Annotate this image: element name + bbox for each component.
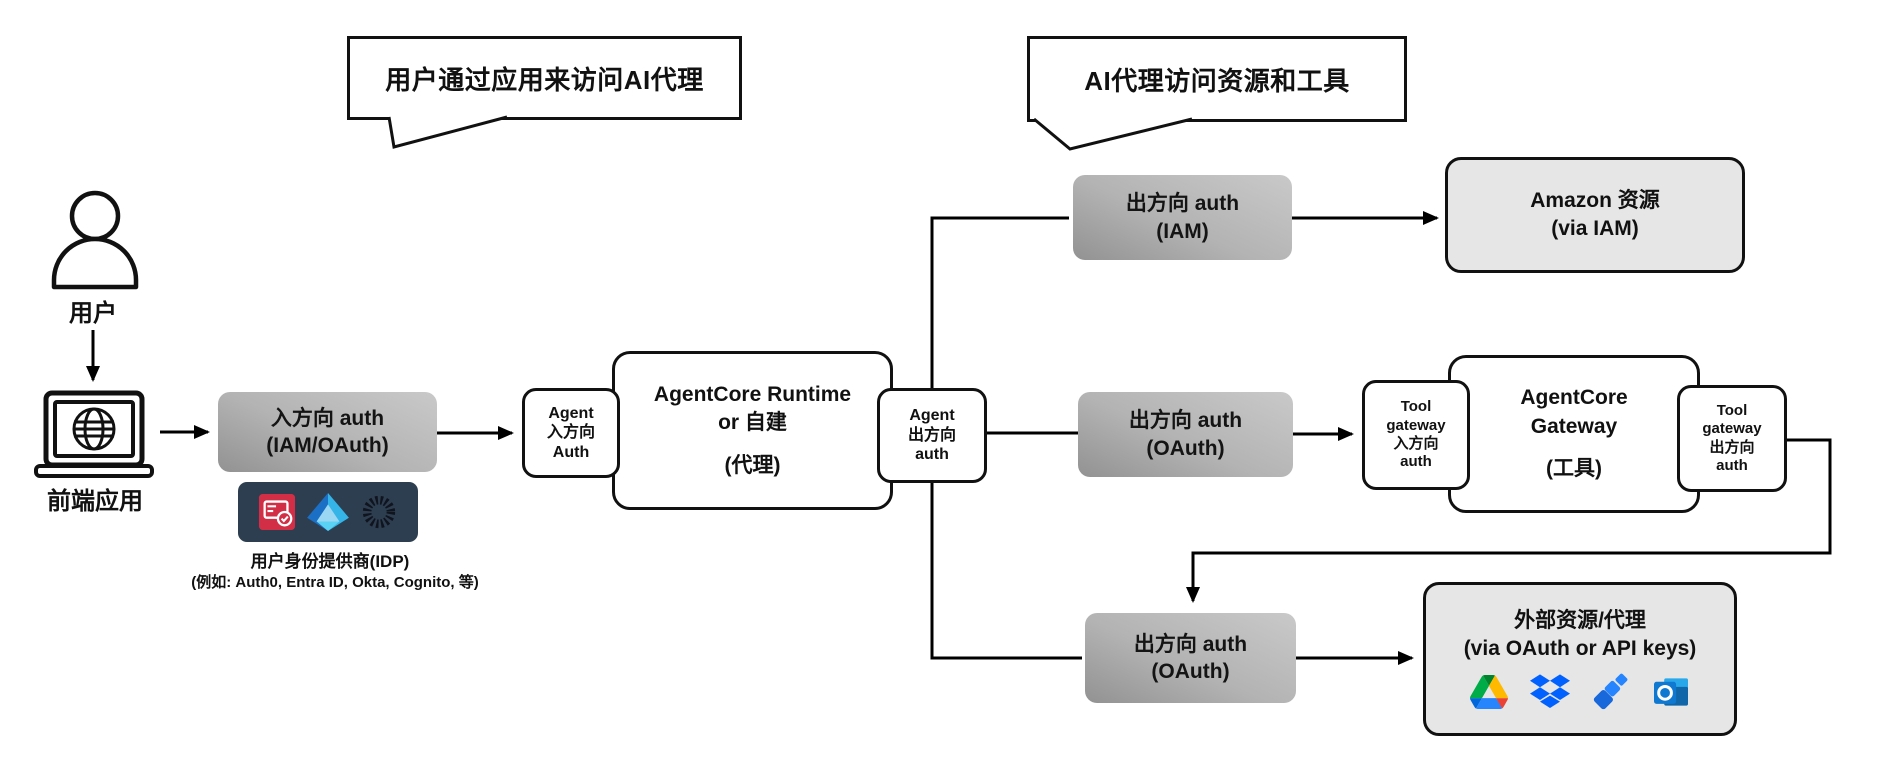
frontend-app-icon	[34, 390, 154, 478]
okta-icon	[362, 495, 396, 529]
tool-gw-out-line1: Tool	[1716, 401, 1748, 419]
gateway-line1: AgentCore	[1520, 386, 1628, 410]
callout-agent-access-tail	[1033, 117, 1193, 151]
agent-inbound-line2: 入方向	[546, 424, 595, 442]
agent-outbound-line2: 出方向	[907, 426, 956, 444]
amazon-resources-line1: Amazon 资源	[1530, 188, 1660, 212]
tool-gw-in-line4: auth	[1400, 453, 1432, 471]
tool-gw-out-line2: gateway	[1702, 420, 1762, 438]
agent-outbound-auth-box: Agent 出方向 auth	[877, 388, 987, 483]
globe-icon	[72, 407, 116, 451]
outbound-iam-line1: 出方向 auth	[1125, 192, 1240, 216]
inbound-auth-box: 入方向 auth (IAM/OAuth)	[218, 392, 437, 472]
cognito-idp-icon	[258, 493, 296, 531]
callout-agent-access: AI代理访问资源和工具	[1027, 36, 1407, 122]
agent-outbound-line1: Agent	[909, 407, 955, 425]
external-resources-box: 外部资源/代理 (via OAuth or API keys)	[1423, 582, 1737, 736]
runtime-line1: AgentCore Runtime	[653, 382, 852, 406]
tool-gw-out-line3: 出方向	[1709, 438, 1755, 456]
agent-outbound-line3: auth	[915, 446, 949, 464]
agentcore-gateway-box: AgentCore Gateway (工具)	[1448, 355, 1700, 513]
tool-gw-in-line3: 入方向	[1393, 435, 1439, 452]
amazon-resources-line2: (via IAM)	[1551, 217, 1639, 240]
outbound-oauth-bottom-line1: 出方向 auth	[1133, 632, 1248, 656]
line-agent-out-to-oauth-bottom-branch	[930, 483, 1082, 660]
outbound-auth-oauth-bottom-box: 出方向 auth (OAuth)	[1085, 613, 1296, 703]
callout-user-access-text: 用户通过应用来访问AI代理	[385, 64, 704, 95]
runtime-line3: (代理)	[724, 453, 781, 477]
tool-gw-in-line2: gateway	[1386, 416, 1446, 434]
tool-gw-in-line1: Tool	[1400, 398, 1432, 416]
user-label: 用户	[69, 300, 117, 327]
agent-inbound-auth-box: Agent 入方向 Auth	[522, 388, 620, 478]
callout-agent-access-text: AI代理访问资源和工具	[1084, 65, 1350, 96]
idp-examples: (例如: Auth0, Entra ID, Okta, Cognito, 等)	[191, 574, 479, 591]
idp-caption: 用户身份提供商(IDP)	[250, 552, 410, 571]
outbound-oauth-mid-line1: 出方向 auth	[1128, 409, 1243, 433]
tool-gw-out-line4: auth	[1716, 456, 1748, 474]
outbound-auth-oauth-mid-box: 出方向 auth (OAuth)	[1078, 392, 1293, 477]
jira-icon	[1593, 674, 1628, 710]
external-resources-icons	[1470, 673, 1690, 711]
callout-user-access-tail	[387, 115, 508, 149]
gateway-line3: (工具)	[1546, 457, 1602, 481]
google-drive-icon	[1470, 675, 1508, 710]
tool-gateway-outbound-auth-box: Tool gateway 出方向 auth	[1677, 385, 1787, 492]
dropbox-icon	[1530, 674, 1570, 709]
line-agent-out-to-iam-branch	[930, 216, 1069, 390]
external-resources-line2: (via OAuth or API keys)	[1463, 637, 1697, 660]
idp-panel	[238, 482, 418, 542]
line-tool-gateway-out-to-oauth-bottom	[1186, 438, 1832, 603]
user-icon	[51, 190, 139, 290]
outbound-auth-iam-box: 出方向 auth (IAM)	[1073, 175, 1292, 260]
runtime-line2: or 自建	[718, 411, 787, 435]
tool-gateway-inbound-auth-box: Tool gateway 入方向 auth	[1362, 380, 1470, 490]
amazon-resources-box: Amazon 资源 (via IAM)	[1445, 157, 1745, 273]
frontend-label: 前端应用	[47, 488, 143, 515]
agentcore-runtime-box: AgentCore Runtime or 自建 (代理)	[612, 351, 893, 510]
callout-user-access: 用户通过应用来访问AI代理	[347, 36, 742, 120]
agent-inbound-line3: Auth	[552, 443, 590, 461]
inbound-auth-line1: 入方向 auth	[270, 406, 385, 430]
outbound-iam-line2: (IAM)	[1156, 219, 1209, 243]
outbound-oauth-bottom-line2: (OAuth)	[1151, 660, 1230, 683]
gateway-line2: Gateway	[1530, 414, 1618, 438]
entra-id-icon	[307, 493, 349, 531]
inbound-auth-line2: (IAM/OAuth)	[266, 434, 389, 457]
agent-inbound-line1: Agent	[548, 404, 594, 422]
outbound-oauth-mid-line2: (OAuth)	[1146, 436, 1225, 460]
outlook-icon	[1654, 678, 1688, 706]
external-resources-line1: 外部资源/代理	[1514, 608, 1646, 632]
